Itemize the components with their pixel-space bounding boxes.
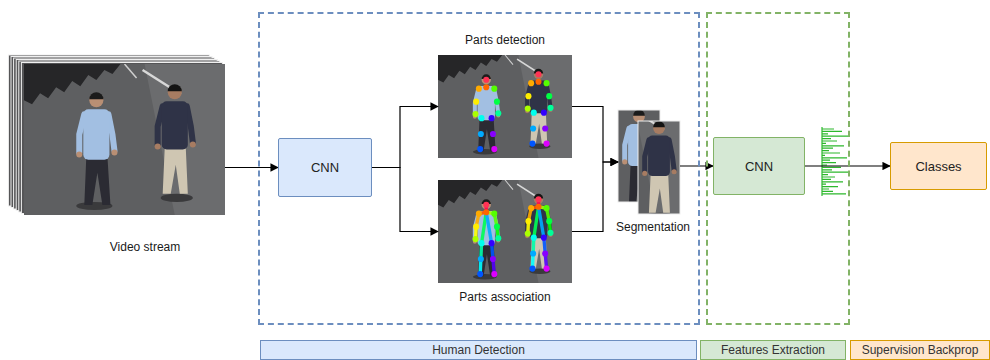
image-frame — [8, 55, 225, 215]
image-frame — [438, 55, 572, 158]
image-caption: Video stream — [60, 238, 230, 256]
parts-detection-image — [438, 55, 572, 158]
band-label: Human Detection — [432, 343, 525, 357]
arrow-connector — [572, 107, 618, 163]
image-panel: Parts association — [438, 180, 572, 306]
arrow-connector — [372, 168, 438, 232]
image-frame — [438, 180, 572, 283]
image-frame — [618, 110, 680, 214]
process-box: CNN — [713, 137, 805, 195]
box-label: CNN — [745, 159, 773, 174]
video-frames — [8, 55, 225, 215]
image-panel: Video stream — [8, 55, 225, 260]
band-label: Features Extraction — [721, 343, 825, 357]
dashed-region: Features ExtractionCNN — [706, 12, 850, 325]
band-label: Supervision Backprop — [862, 343, 979, 357]
feature-vector — [822, 127, 850, 196]
arrow-connector — [225, 167, 278, 168]
image-caption: Parts detection — [438, 30, 572, 50]
arrow-connector — [805, 165, 890, 166]
process-box: Classes — [890, 142, 987, 190]
image-label: Segmentation — [616, 220, 690, 234]
caption-band: Features Extraction — [700, 340, 846, 360]
arrow-connector — [372, 107, 438, 168]
caption-band: Human Detection — [260, 340, 697, 360]
dashed-region: Human DetectionCNNParts detectionParts a… — [258, 12, 700, 325]
image-caption: Segmentation — [608, 218, 698, 236]
parts-association-image — [438, 180, 572, 283]
box-label: Classes — [915, 159, 961, 174]
image-label: Parts detection — [465, 33, 545, 47]
process-box: CNN — [278, 138, 372, 197]
box-label: CNN — [311, 160, 339, 175]
image-panel: Segmentation — [608, 110, 698, 238]
image-caption: Parts association — [438, 287, 572, 306]
image-label: Video stream — [110, 240, 180, 254]
image-panel: Parts detection — [438, 30, 572, 158]
image-label: Parts association — [459, 290, 550, 304]
arrow-connector — [680, 165, 713, 166]
arrow-connector — [572, 162, 618, 232]
caption-band: Supervision Backprop — [850, 340, 990, 360]
